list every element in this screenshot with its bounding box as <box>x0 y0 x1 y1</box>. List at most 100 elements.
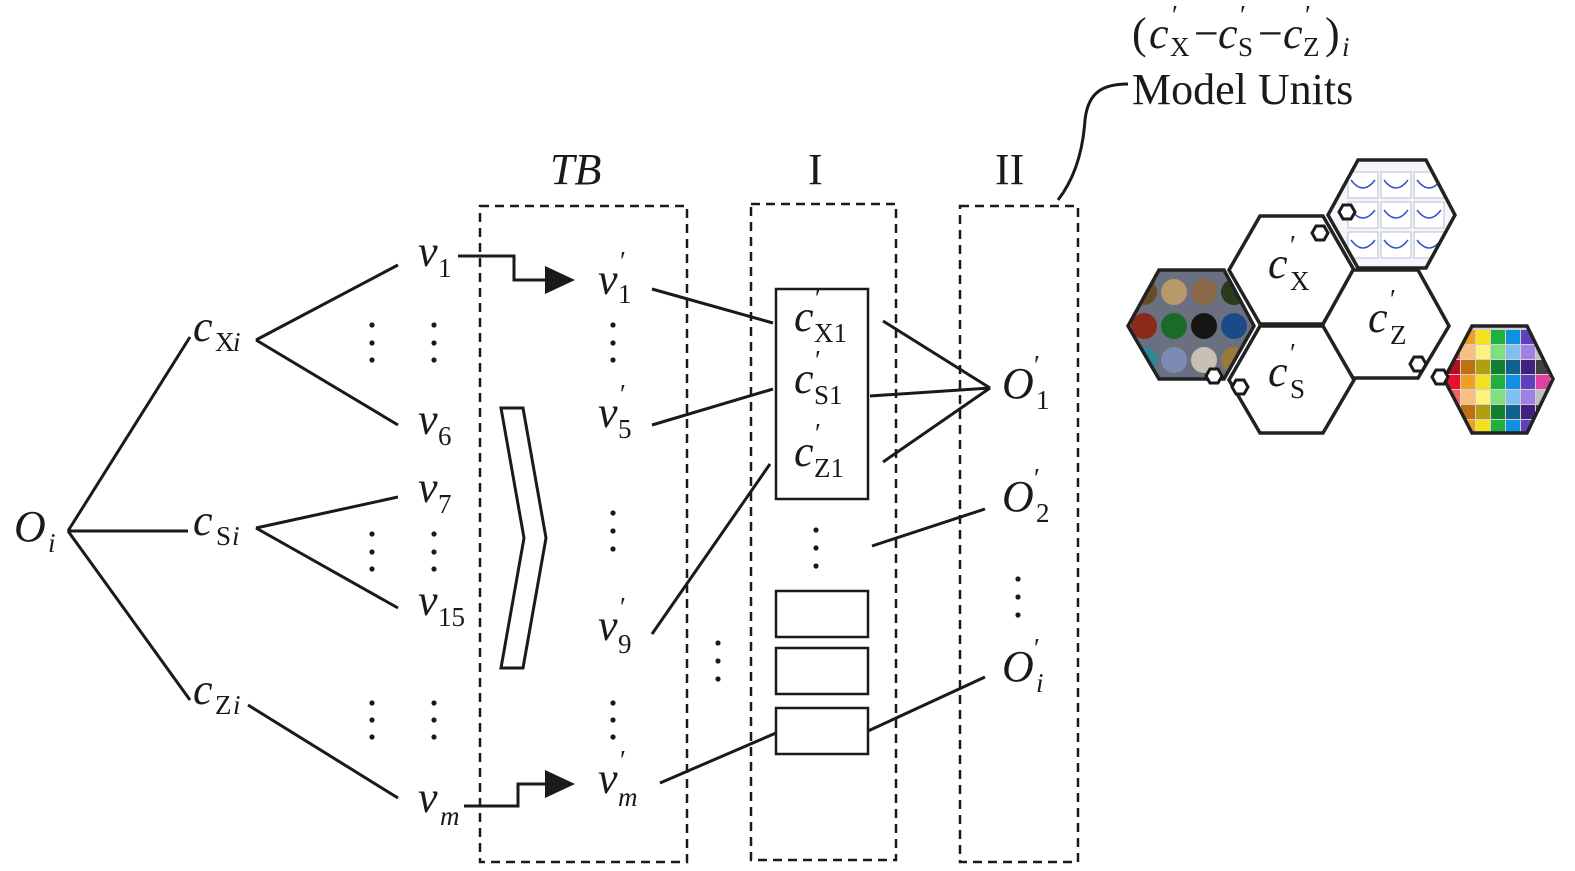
unit-cs1: c ′ S1 <box>794 345 843 410</box>
svg-text:c: c <box>193 496 213 545</box>
palette-swatch <box>1506 360 1520 374</box>
svg-text:′: ′ <box>1034 463 1040 493</box>
svg-text:): ) <box>1325 9 1340 58</box>
palette-swatch <box>1536 375 1550 389</box>
variable-v6: v 6 <box>418 395 452 451</box>
tvar-v9p: v ′ 9 <box>598 592 632 659</box>
svg-text:v: v <box>418 576 438 625</box>
palette-swatch <box>1521 390 1535 404</box>
palette-swatch <box>1446 420 1460 433</box>
palette-swatch <box>1536 330 1550 344</box>
svg-text:′: ′ <box>620 379 626 409</box>
transform-arrow-top <box>458 254 575 294</box>
svg-text:6: 6 <box>438 421 452 451</box>
tvar-ellipses <box>610 322 721 740</box>
svg-text:S: S <box>1238 32 1253 62</box>
transform-arrow-bottom <box>464 770 575 808</box>
svg-text:c: c <box>794 427 814 476</box>
output-oi: O ′ i <box>1002 633 1044 698</box>
svg-text:′: ′ <box>620 745 626 775</box>
svg-text:X: X <box>1170 32 1190 62</box>
palette-swatch <box>1476 420 1490 433</box>
model-units-callout <box>1056 82 1129 201</box>
palette-swatch <box>1446 375 1460 389</box>
svg-text:c: c <box>1283 9 1303 58</box>
palette-swatch <box>1521 405 1535 419</box>
svg-text:X1: X1 <box>814 318 847 348</box>
svg-text:O: O <box>1002 472 1034 521</box>
unit-box-empty <box>774 589 870 639</box>
svg-text:c: c <box>193 302 213 351</box>
palette-swatch <box>1491 420 1505 433</box>
unit-output-edges <box>867 319 991 733</box>
palette-swatch <box>1491 330 1505 344</box>
palette-swatch <box>1536 420 1550 433</box>
svg-text:v: v <box>418 773 438 822</box>
root-base: O <box>14 502 46 551</box>
chevron-icon <box>499 406 548 670</box>
root-edges <box>66 336 192 701</box>
plot-curve <box>1383 209 1409 219</box>
model-units-caption: Model Units <box>1132 65 1353 114</box>
svg-text:′: ′ <box>1305 0 1311 30</box>
category-edges <box>247 263 399 800</box>
tvar-unit-edges <box>650 287 777 785</box>
material-swatch <box>1191 347 1217 373</box>
material-swatch <box>1131 313 1157 339</box>
thumbnail-materials <box>1125 268 1256 381</box>
svg-text:c: c <box>794 354 814 403</box>
tvar-v1p: v ′ 1 <box>598 246 632 309</box>
palette-swatch <box>1461 390 1475 404</box>
palette-swatch <box>1521 345 1535 359</box>
svg-text:m: m <box>440 801 460 831</box>
model-units-formula: ( c ′ X − c ′ S − c ′ Z ) i <box>1132 0 1350 62</box>
unit-box-empty <box>774 646 870 696</box>
variable-ellipses <box>369 322 437 740</box>
svg-text:′: ′ <box>1390 284 1396 314</box>
palette-swatch <box>1506 390 1520 404</box>
layer-label-tb: TB <box>550 145 601 194</box>
material-swatch <box>1161 347 1187 373</box>
svg-text:i: i <box>1036 668 1044 698</box>
svg-text:15: 15 <box>438 602 465 632</box>
svg-text:′: ′ <box>620 246 626 276</box>
layer-label-two: II <box>995 145 1024 194</box>
svg-text:v: v <box>598 601 618 650</box>
svg-text:9: 9 <box>618 629 632 659</box>
palette-swatch <box>1446 330 1460 344</box>
palette-swatch <box>1506 330 1520 344</box>
palette-swatch <box>1476 390 1490 404</box>
unit-cz1: c ′ Z1 <box>794 418 844 483</box>
svg-text:−: − <box>1258 9 1283 58</box>
variable-vm: v m <box>418 773 460 831</box>
svg-text:′: ′ <box>1172 0 1178 30</box>
svg-text:v: v <box>598 388 618 437</box>
unit-box <box>774 287 870 501</box>
svg-text:Z: Z <box>1390 320 1407 350</box>
unit-cx1: c ′ X1 <box>794 283 847 348</box>
svg-text:′: ′ <box>815 345 821 375</box>
svg-text:S: S <box>216 521 231 551</box>
layer-box-tb <box>478 204 689 864</box>
unit-ellipses <box>813 527 819 569</box>
palette-swatch <box>1506 405 1520 419</box>
layer-label-one: I <box>808 145 823 194</box>
palette-swatch <box>1476 375 1490 389</box>
plot-cell <box>1380 171 1412 199</box>
svg-text:m: m <box>618 782 638 812</box>
plot-cell <box>1347 171 1379 199</box>
svg-text:1: 1 <box>1036 385 1050 415</box>
plot-curve <box>1416 209 1442 219</box>
palette-swatch <box>1506 375 1520 389</box>
svg-text:X: X <box>215 327 235 357</box>
plot-curve <box>1350 179 1376 189</box>
svg-text:1: 1 <box>438 253 452 283</box>
plot-curve <box>1383 239 1409 249</box>
root-sub: i <box>48 528 56 558</box>
svg-text:c: c <box>1218 9 1238 58</box>
svg-text:5: 5 <box>618 414 632 444</box>
svg-text:i: i <box>232 521 240 551</box>
svg-text:v: v <box>418 227 438 276</box>
palette-swatch <box>1461 360 1475 374</box>
svg-text:Z: Z <box>1303 32 1320 62</box>
